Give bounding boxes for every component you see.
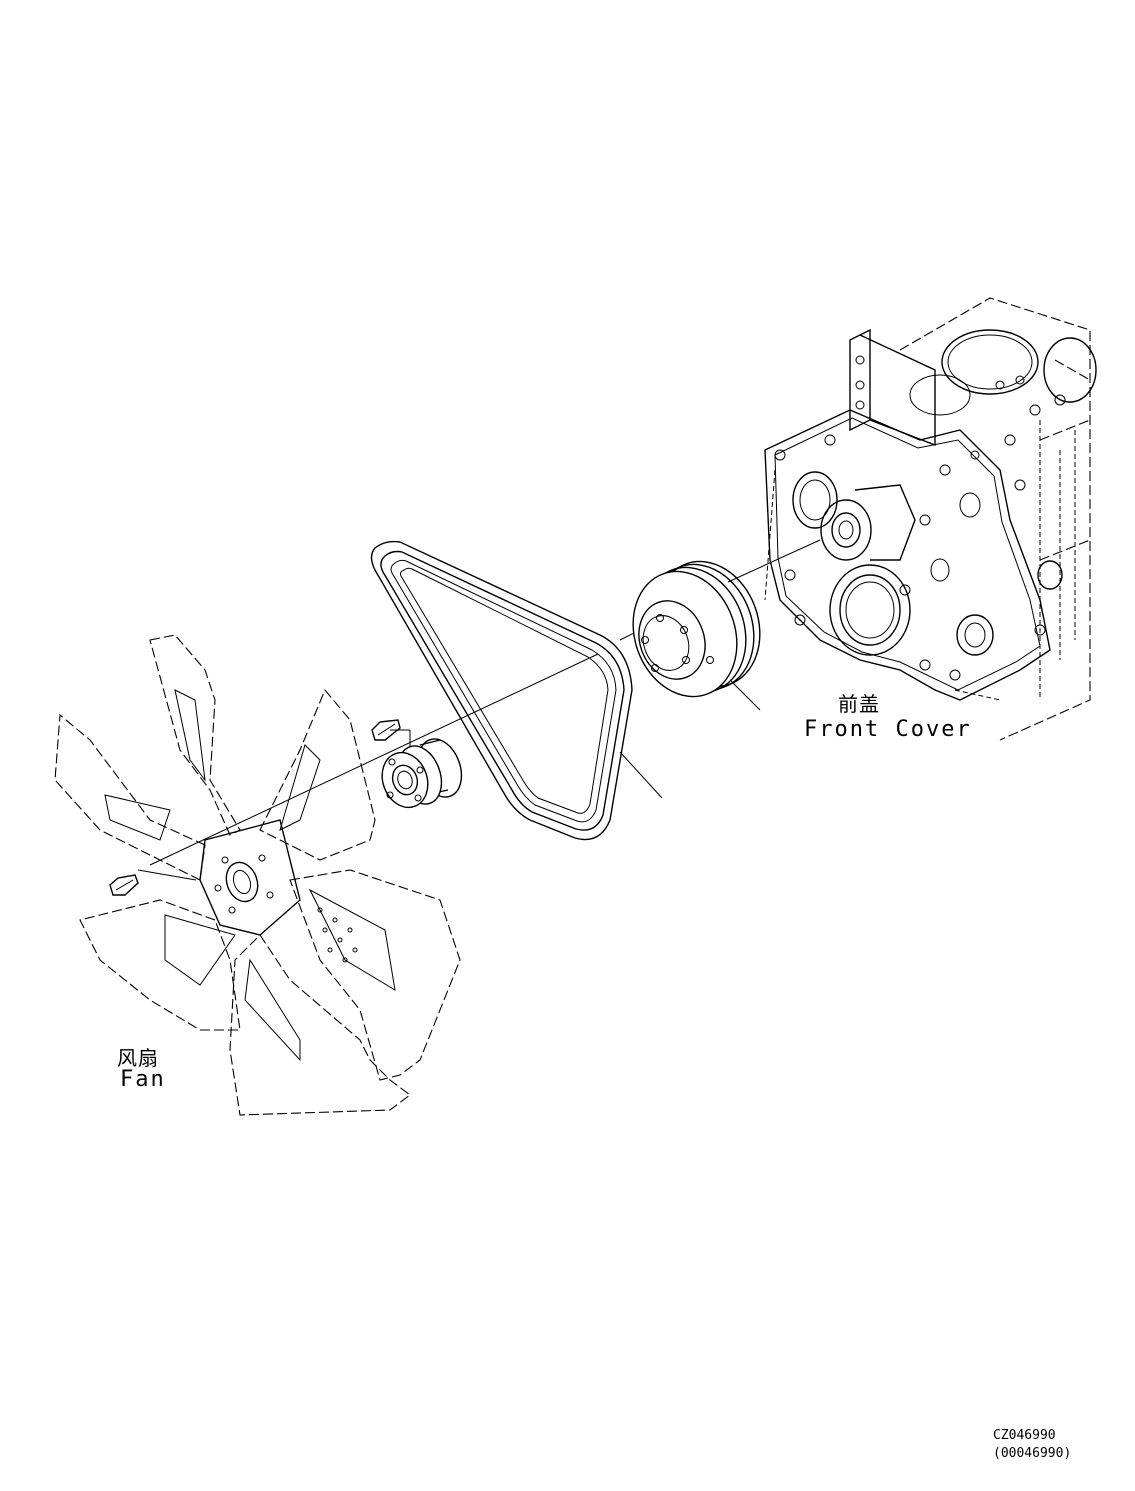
bolt-lower [109,874,139,896]
pulley [632,560,761,711]
front-cover-label-cn: 前盖 [838,692,880,716]
assembly-axis-lines [137,539,821,881]
fan-label-cn: 风扇 [117,1046,159,1070]
fan-assembly [54,634,461,1116]
front-cover-label-en: Front Cover [804,717,972,742]
drawing-code: CZ046990 [993,1428,1056,1443]
drawing-code-secondary: (00046990) [993,1446,1072,1461]
bolt-upper [371,719,401,741]
engine-front-cover [764,297,1097,741]
v-belt [370,540,663,841]
fan-label-en: Fan [120,1067,166,1092]
fan-spacer [381,738,463,809]
